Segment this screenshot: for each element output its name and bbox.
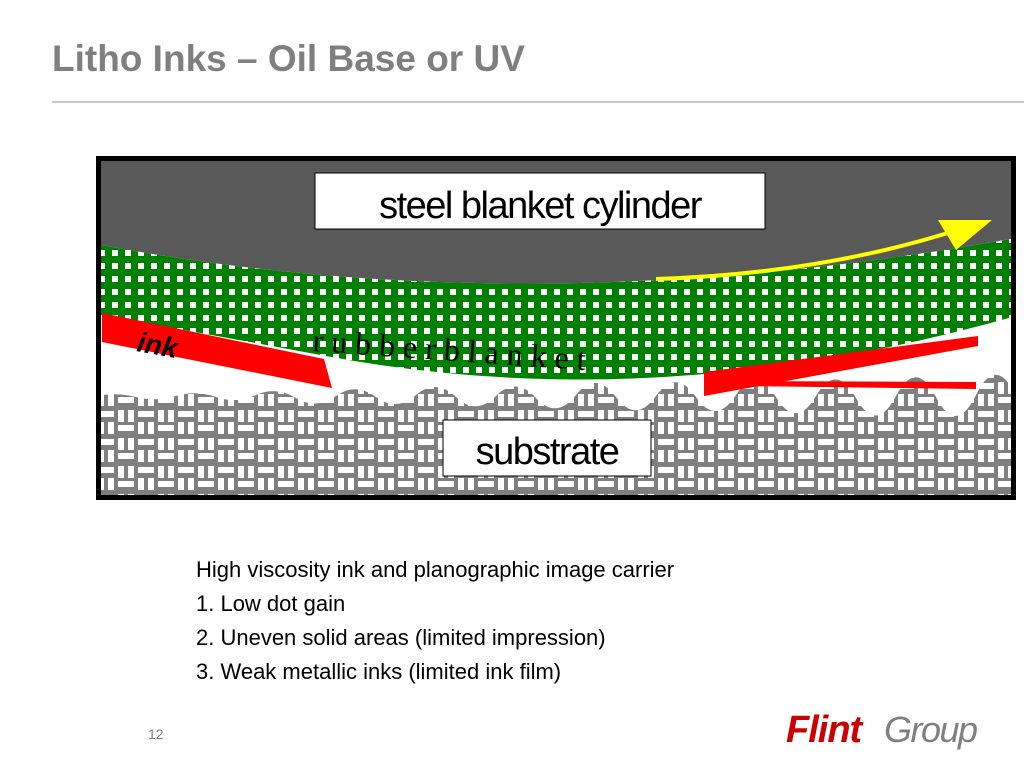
logo-text-bold: Flint <box>786 709 864 751</box>
caption-block: High viscosity ink and planographic imag… <box>196 553 674 689</box>
ink-label: ink <box>135 326 182 364</box>
cylinder-label: steel blanket cylinder <box>379 185 703 227</box>
diagram-svg: steel blanket cylinder r u b b e r b l a… <box>96 156 1016 500</box>
rotation-arrow-shaft <box>655 230 952 281</box>
caption-item: 2. Uneven solid areas (limited impressio… <box>196 625 606 650</box>
rotation-arrow-head <box>938 220 992 250</box>
diagram-frame <box>96 156 1016 500</box>
substrate-label-box <box>442 419 652 477</box>
caption-item: 3. Weak metallic inks (limited ink film) <box>196 659 562 684</box>
flint-group-logo: Flint Group <box>786 709 979 751</box>
offset-printing-diagram: steel blanket cylinder r u b b e r b l a… <box>96 156 1016 500</box>
rubber-blanket-layer <box>96 238 1016 380</box>
logo-text-light: Group <box>884 709 977 750</box>
title-divider <box>52 101 1024 103</box>
caption-heading: High viscosity ink and planographic imag… <box>196 557 675 582</box>
cylinder-label-box <box>314 172 766 230</box>
substrate-label: substrate <box>476 431 619 473</box>
ink-layer-right-lower <box>746 381 976 389</box>
slide-title: Litho Inks – Oil Base or UV <box>52 38 525 79</box>
slide-number: 12 <box>148 726 164 742</box>
caption-item: 1. Low dot gain <box>196 591 346 616</box>
ink-layer-left <box>102 313 332 388</box>
ink-layer-right-upper <box>704 336 978 396</box>
